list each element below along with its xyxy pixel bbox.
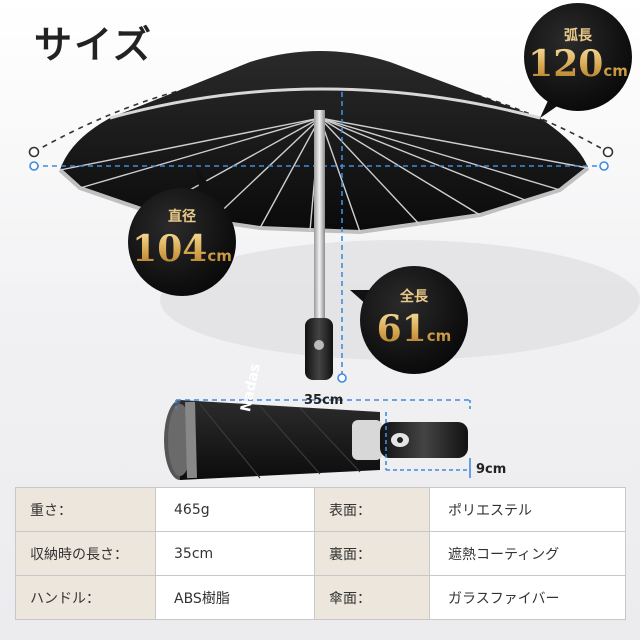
diameter-value-wrap: 104cm bbox=[128, 228, 236, 270]
spec-value: ABS樹脂 bbox=[155, 575, 315, 620]
diameter-callout: 直径 104cm bbox=[128, 188, 236, 296]
arc-length-value-wrap: 120cm bbox=[524, 43, 632, 85]
spec-value: ポリエステル bbox=[429, 487, 626, 532]
diameter-bubble-tail bbox=[196, 166, 214, 194]
arc-end-right bbox=[602, 146, 614, 158]
spec-key: 収納時の長さ： bbox=[15, 531, 156, 576]
spec-value: 遮熱コーティング bbox=[429, 531, 626, 576]
folded-umbrella bbox=[164, 400, 468, 480]
spec-key: 表面： bbox=[314, 487, 430, 532]
umbrella-shaft bbox=[314, 110, 325, 325]
folded-diameter-label: 9cm bbox=[476, 462, 507, 477]
diameter-unit: cm bbox=[207, 247, 232, 265]
diameter-end-right bbox=[599, 161, 609, 171]
spec-value: ガラスファイバー bbox=[429, 575, 626, 620]
handle-button bbox=[314, 340, 324, 350]
total-length-unit: cm bbox=[426, 327, 452, 345]
arc-length-label: 弧長 bbox=[564, 28, 592, 44]
arc-length-unit: cm bbox=[603, 62, 628, 80]
diameter-end-left bbox=[29, 161, 39, 171]
canopy-inner-rim bbox=[109, 87, 541, 120]
spec-value: 35cm bbox=[155, 531, 315, 576]
diameter-label: 直径 bbox=[168, 209, 196, 225]
arc-end-left bbox=[28, 146, 40, 158]
diameter-value: 104 bbox=[132, 228, 208, 270]
spec-table: 重さ： 465g 表面： ポリエステル 収納時の長さ： 35cm 裏面： 遮熱コ… bbox=[15, 487, 626, 620]
table-row: 収納時の長さ： 35cm 裏面： 遮熱コーティング bbox=[15, 531, 626, 576]
table-row: ハンドル： ABS樹脂 傘面： ガラスファイバー bbox=[15, 575, 626, 620]
total-length-callout: 全長 61cm bbox=[360, 266, 468, 374]
total-length-value-wrap: 61cm bbox=[360, 308, 468, 350]
folded-length-label: 35cm bbox=[304, 393, 344, 408]
spec-value: 465g bbox=[155, 487, 315, 532]
canopy-ribs bbox=[59, 117, 589, 233]
spec-key: 傘面： bbox=[314, 575, 430, 620]
arc-length-value: 120 bbox=[528, 43, 604, 85]
total-length-end-bottom bbox=[337, 373, 347, 383]
spec-key: 裏面： bbox=[314, 531, 430, 576]
page-title: サイズ bbox=[34, 23, 153, 67]
spec-key: 重さ： bbox=[15, 487, 156, 532]
arc-length-callout: 弧長 120cm bbox=[524, 3, 632, 111]
total-length-label: 全長 bbox=[400, 289, 428, 305]
table-row: 重さ： 465g 表面： ポリエステル bbox=[15, 487, 626, 532]
spec-key: ハンドル： bbox=[15, 575, 156, 620]
total-length-value: 61 bbox=[376, 308, 427, 350]
